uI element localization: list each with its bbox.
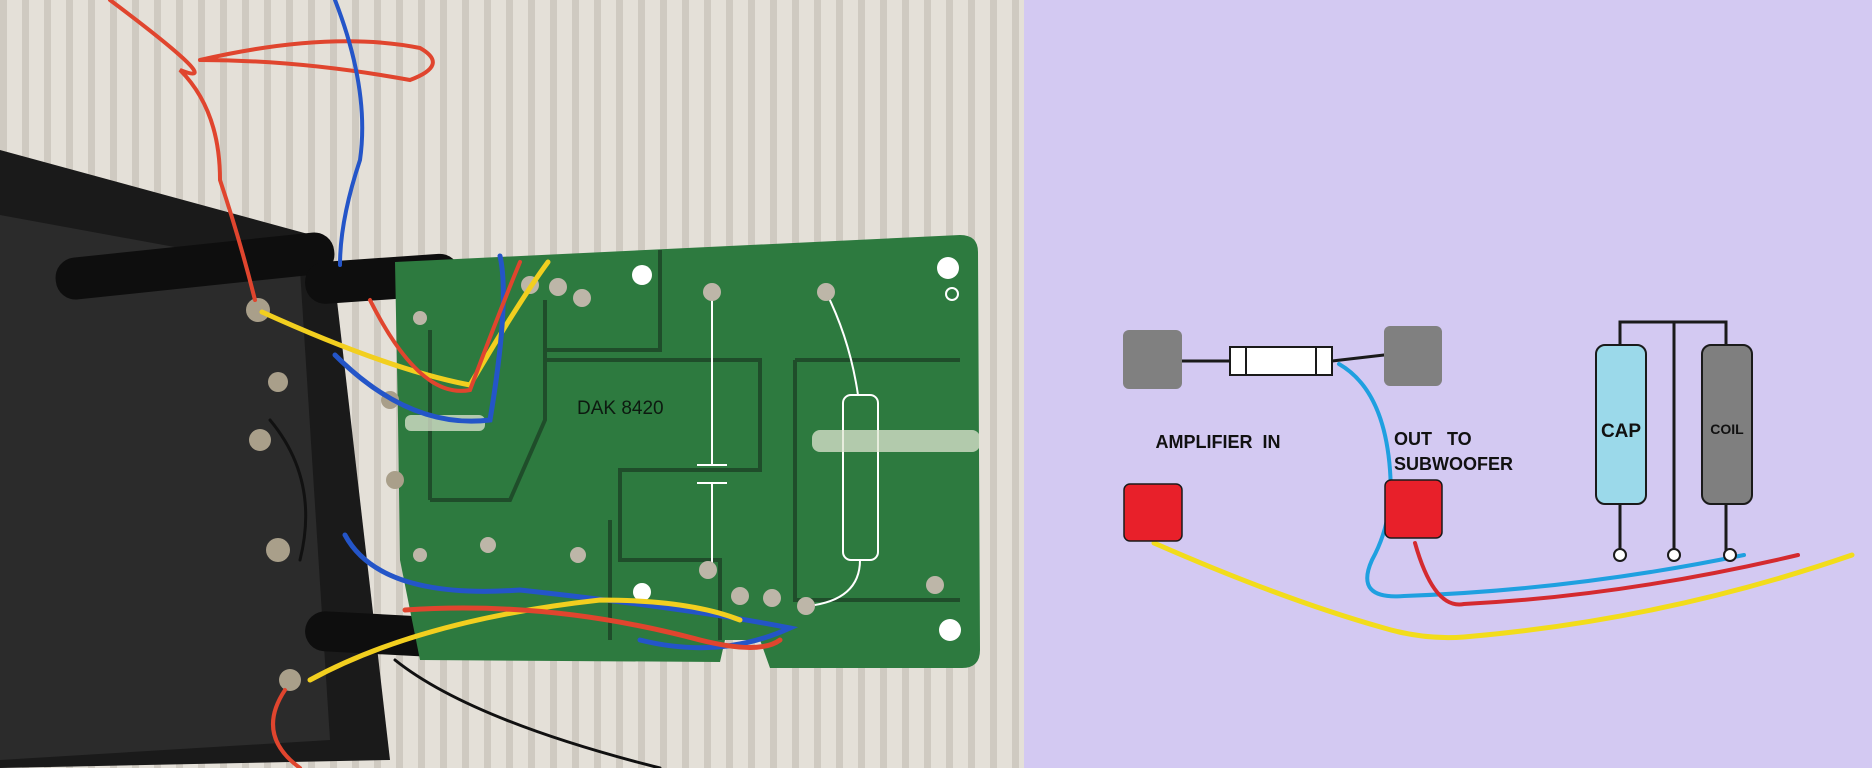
chassis-plate — [0, 215, 330, 760]
wiring-diagram-drawing: AMPLIFIER IN OUT TO SUBWOOFER CAP COIL — [1024, 0, 1872, 768]
terminal-red-out-to-sub — [1384, 479, 1443, 539]
board-marking: DAK 8420 — [577, 398, 664, 419]
fuse — [1229, 346, 1333, 376]
capacitor — [1595, 344, 1647, 505]
diagram-wires — [1151, 320, 1855, 641]
cap-label: CAP — [1601, 421, 1641, 442]
out-to-label: OUT TO — [1394, 429, 1472, 449]
terminal-gray-left — [1123, 330, 1182, 389]
photo-wires — [108, 0, 799, 768]
crossover-pcb — [395, 235, 980, 668]
coil — [1701, 344, 1753, 505]
coil-label: COIL — [1710, 421, 1744, 437]
mounting-post-top — [55, 232, 335, 300]
crossover-photo-drawing: DAK 8420 — [0, 0, 1024, 768]
subwoofer-label: SUBWOOFER — [1394, 454, 1513, 474]
board-components — [697, 291, 879, 607]
crossover-photo: DAK 8420 — [0, 0, 1024, 768]
amplifier-in-label: AMPLIFIER IN — [1156, 432, 1281, 452]
connection-points — [1613, 548, 1737, 562]
solder-points — [413, 276, 944, 615]
wiring-diagram: AMPLIFIER IN OUT TO SUBWOOFER CAP COIL — [1024, 0, 1872, 768]
terminal-gray-right — [1384, 326, 1442, 386]
resistor-sleeve — [812, 430, 980, 452]
terminal-red-amp-in — [1123, 483, 1183, 542]
pcb-traces — [428, 250, 960, 640]
mounting-holes — [632, 257, 961, 641]
